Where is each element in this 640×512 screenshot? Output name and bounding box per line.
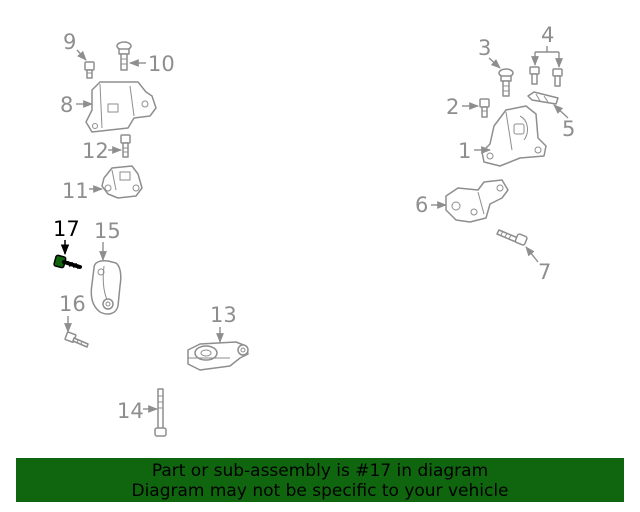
leader-4	[535, 46, 559, 53]
part-5-plate	[527, 91, 559, 105]
callout-9: 9	[63, 30, 76, 54]
callout-5: 5	[562, 117, 575, 141]
notice-banner: Part or sub-assembly is #17 in diagram D…	[16, 458, 624, 502]
part-16-bolt	[64, 331, 89, 348]
part-12-bolt	[120, 134, 131, 158]
part-13-mount	[187, 341, 249, 371]
callout-11: 11	[62, 179, 89, 203]
part-6-bracket	[445, 179, 509, 223]
callout-12: 12	[82, 139, 109, 163]
banner-line-2: Diagram may not be specific to your vehi…	[131, 481, 509, 501]
leader-3	[488, 57, 501, 69]
part-17-bolt	[53, 254, 82, 270]
leader-7	[525, 246, 539, 263]
part-8-bracket	[85, 81, 157, 133]
part-9-bolt	[84, 61, 95, 79]
callout-2: 2	[446, 95, 459, 119]
callout-14: 14	[117, 399, 144, 423]
callout-3: 3	[478, 36, 491, 60]
part-11-bracket	[101, 165, 143, 199]
leader-5	[553, 104, 569, 119]
banner-line-1: Part or sub-assembly is #17 in diagram	[151, 461, 489, 481]
callout-17: 17	[53, 217, 80, 241]
part-4-bolts	[529, 66, 563, 87]
callout-6: 6	[415, 193, 428, 217]
part-7-bolt	[496, 229, 528, 246]
leader-9	[76, 49, 87, 61]
part-3-bolt	[498, 68, 514, 97]
part-2-bolt	[479, 98, 490, 118]
parts-diagram: 9 10 8 12 11	[53, 23, 575, 437]
part-10-bolt	[116, 41, 132, 71]
callout-4: 4	[541, 23, 554, 47]
part-14-bolt	[154, 388, 167, 437]
part-15-bracket	[90, 260, 122, 315]
callout-16: 16	[59, 292, 86, 316]
part-1-mount	[481, 105, 547, 167]
callout-7: 7	[538, 260, 551, 284]
callout-15: 15	[94, 219, 121, 243]
callout-8: 8	[60, 93, 73, 117]
callout-10: 10	[148, 52, 175, 76]
callout-1: 1	[458, 139, 471, 163]
callout-13: 13	[210, 303, 237, 327]
